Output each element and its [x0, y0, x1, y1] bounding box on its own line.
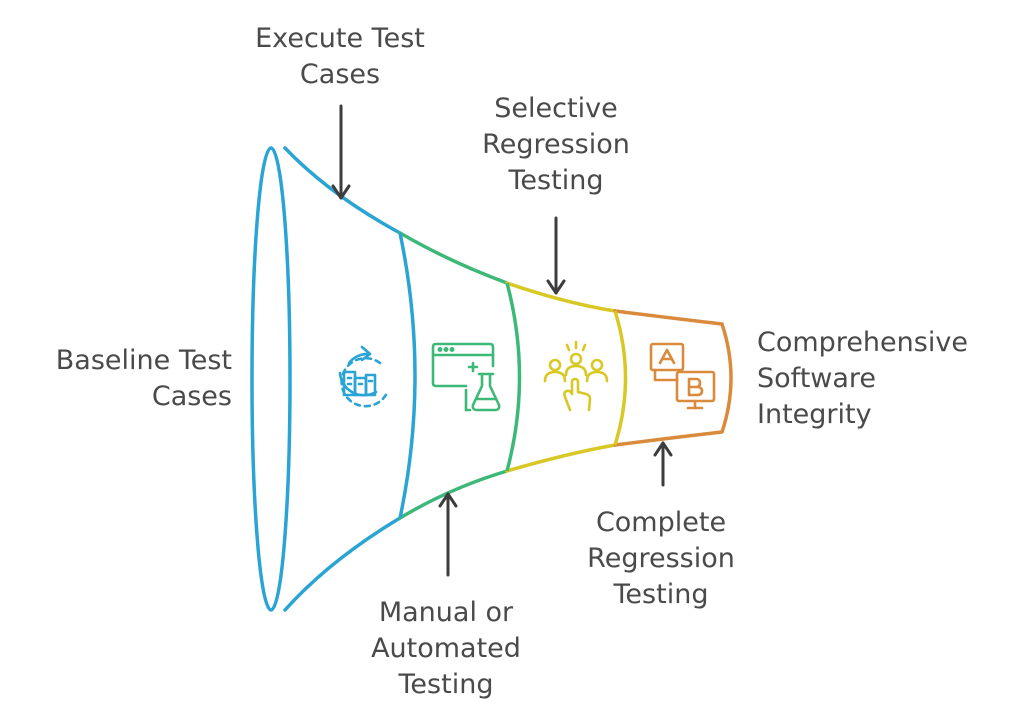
- funnel-outline: [283, 146, 724, 612]
- browser-flask-icon: [431, 342, 501, 412]
- ab-test-icon: [649, 342, 716, 410]
- arrow-complete: [653, 441, 673, 487]
- funnel-sections: [250, 146, 733, 612]
- label-selective-regression-testing: Selective Regression Testing: [482, 93, 630, 196]
- funnel-mouth-ellipse: [250, 146, 292, 612]
- funnel-bottom-edge-blue: [283, 516, 402, 612]
- section-divider-2: [505, 282, 522, 472]
- arrow-execute: [331, 104, 351, 200]
- section-divider-1: [398, 232, 417, 519]
- funnel-bottom-edge-green: [398, 469, 509, 520]
- label-execute-test-cases: Execute Test Cases: [255, 23, 425, 90]
- team-selection-icon: [543, 340, 609, 412]
- label-complete-regression-testing: Complete Regression Testing: [587, 507, 735, 610]
- funnel-top-edge-orange: [613, 309, 724, 326]
- label-comprehensive-software-integrity: Comprehensive Software Integrity: [757, 327, 968, 430]
- label-baseline-test-cases: Baseline Test Cases: [55, 345, 232, 412]
- arrow-manual: [438, 492, 458, 577]
- section-divider-3: [613, 310, 628, 446]
- funnel-bottom-edge-orange: [613, 430, 724, 447]
- arrow-selective: [546, 216, 566, 295]
- section-divider-4: [720, 323, 733, 433]
- funnel-top-edge-green: [398, 231, 509, 285]
- funnel-top-edge-yellow: [505, 281, 617, 313]
- cycle-building-icon: [338, 345, 389, 408]
- label-manual-or-automated-testing: Manual or Automated Testing: [371, 597, 521, 700]
- callout-arrows: [331, 104, 673, 577]
- funnel-bottom-edge-yellow: [505, 443, 617, 473]
